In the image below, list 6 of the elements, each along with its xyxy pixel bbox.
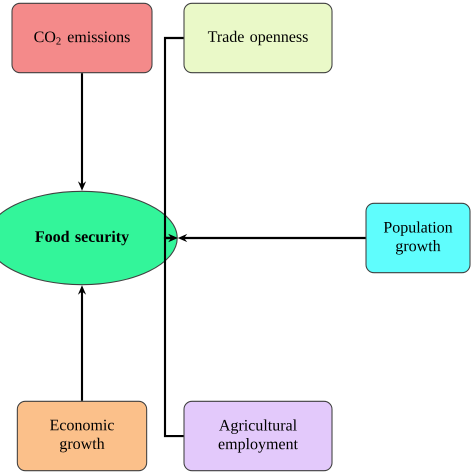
factor-box: Agricultural employment (183, 400, 333, 472)
factor-box: Trade openness (183, 2, 333, 74)
factor-box: Population growth (365, 202, 471, 274)
factor-box: CO$_{2}$ emissions (11, 2, 153, 74)
factor-box: Economic growth (16, 400, 148, 472)
arrow (164, 234, 184, 438)
